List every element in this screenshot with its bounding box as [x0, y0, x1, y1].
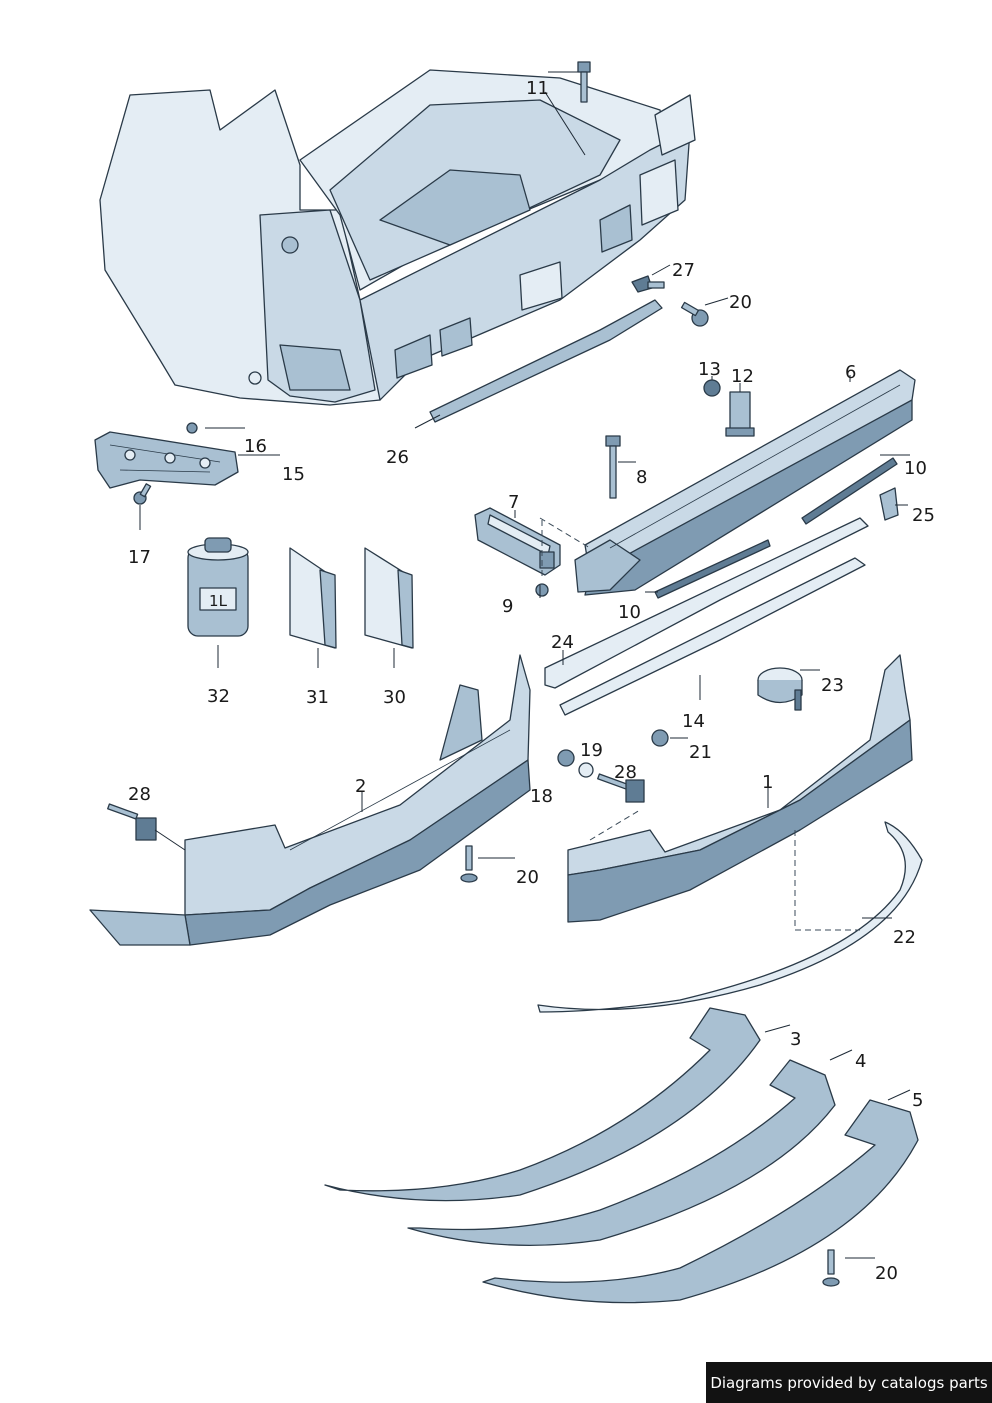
callout-12: 12 [731, 366, 754, 387]
callout-25: 25 [912, 505, 935, 526]
trim-strip-26 [429, 299, 663, 423]
callout-27: 27 [672, 260, 695, 281]
callout-11: 11 [526, 78, 549, 99]
bolt-28-mid [597, 773, 645, 803]
bumper-cover-2 [89, 654, 531, 946]
bolt-11 [577, 61, 591, 103]
callout-20: 20 [516, 867, 539, 888]
callout-3: 3 [790, 1029, 801, 1050]
callout-26: 26 [386, 447, 409, 468]
leader-lines [139, 71, 911, 1259]
callout-15: 15 [282, 464, 305, 485]
callout-28: 28 [614, 762, 637, 783]
callout-24: 24 [551, 632, 574, 653]
strip-10-lower [654, 539, 771, 599]
trim-4 [407, 1059, 836, 1247]
screw-17 [133, 483, 152, 505]
trim-5 [482, 1099, 919, 1304]
screw-20-mid [460, 845, 478, 883]
callout-10: 10 [618, 602, 641, 623]
clip-27 [631, 275, 665, 293]
nut-13 [703, 379, 721, 397]
callout-22: 22 [893, 927, 916, 948]
callout-21: 21 [689, 742, 712, 763]
washer-19 [578, 762, 594, 778]
nut-21 [651, 729, 669, 747]
cloth-pack-31 [289, 547, 337, 649]
clip-25 [879, 487, 899, 521]
screw-20-top [680, 301, 709, 327]
callout-2: 2 [355, 776, 366, 797]
callout-5: 5 [912, 1090, 923, 1111]
callout-9: 9 [502, 596, 513, 617]
callout-30: 30 [383, 687, 406, 708]
adhesive-can-32: 1L [187, 537, 249, 637]
can-label: 1L [209, 592, 228, 610]
callout-4: 4 [855, 1051, 866, 1072]
screw-20-bottom [822, 1249, 840, 1287]
callout-10: 10 [904, 458, 927, 479]
callout-6: 6 [845, 362, 856, 383]
callout-20: 20 [729, 292, 752, 313]
seal-22 [537, 821, 923, 1013]
callout-20: 20 [875, 1263, 898, 1284]
bracket-12 [725, 391, 755, 437]
strip-24 [544, 517, 869, 689]
bumper-crossmember-6 [574, 369, 916, 596]
callout-18: 18 [530, 786, 553, 807]
nut-16 [186, 422, 198, 434]
rear-body-shell [99, 69, 696, 406]
bracket-7 [474, 507, 561, 576]
bolt-8 [605, 435, 621, 499]
callout-16: 16 [244, 436, 267, 457]
housing-23 [757, 667, 803, 711]
cloth-pack-30 [364, 547, 414, 649]
callout-17: 17 [128, 547, 151, 568]
nut-9 [535, 583, 549, 597]
trim-3 [324, 1007, 761, 1202]
callout-8: 8 [636, 467, 647, 488]
callout-23: 23 [821, 675, 844, 696]
strip-14 [559, 557, 866, 716]
callout-28: 28 [128, 784, 151, 805]
bumper-cover-1 [567, 654, 913, 923]
bracket-15 [94, 431, 239, 489]
callout-32: 32 [207, 686, 230, 707]
callout-1: 1 [762, 772, 773, 793]
strip-10-upper [801, 457, 898, 525]
nut-18 [557, 749, 575, 767]
callout-labels: 11 27 20 13 12 6 16 15 26 8 10 25 7 17 9… [128, 78, 935, 1284]
credit-banner: Diagrams provided by catalogs parts [706, 1362, 992, 1403]
callout-19: 19 [580, 740, 603, 761]
screw-28-left [107, 803, 157, 841]
callout-14: 14 [682, 711, 705, 732]
callout-31: 31 [306, 687, 329, 708]
callout-7: 7 [508, 492, 519, 513]
callout-13: 13 [698, 359, 721, 380]
